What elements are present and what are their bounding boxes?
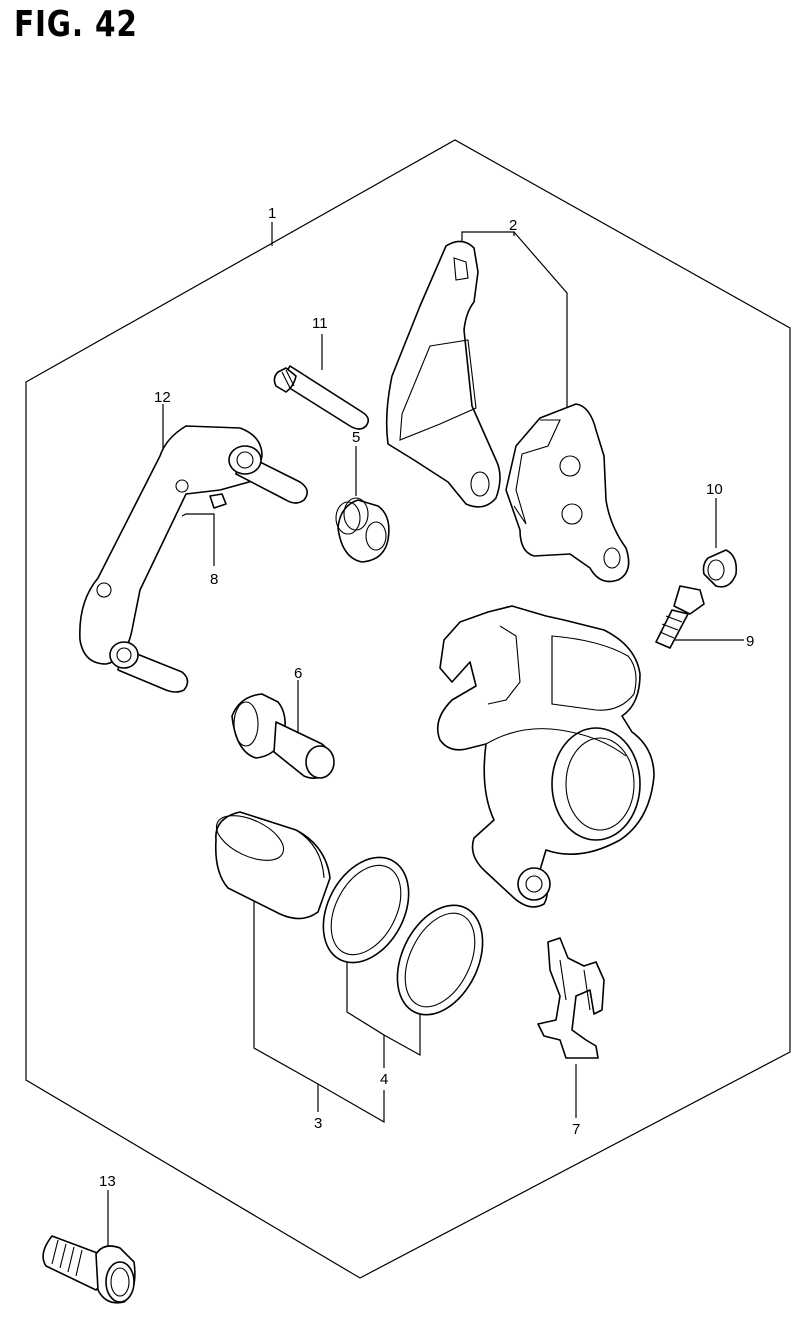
bleeder-cap-part [702, 549, 738, 588]
pin-bolt-part [273, 365, 370, 430]
callout-2: 2 [509, 217, 517, 234]
figure-title: FIG. 42 [14, 4, 138, 45]
piston-seal-part [322, 856, 410, 964]
brake-pad-set [385, 240, 630, 583]
callout-labels: 1 2 3 4 5 6 7 8 9 10 11 12 13 [99, 205, 754, 1190]
dust-seal-part [396, 904, 484, 1016]
callout-4: 4 [380, 1071, 388, 1088]
callout-6: 6 [294, 665, 302, 682]
caliper-holder-bracket [79, 425, 308, 693]
assembly-outline [25, 139, 791, 1279]
callout-7: 7 [572, 1121, 580, 1138]
bleeder-screw-part [655, 585, 705, 649]
piston-part [214, 811, 331, 920]
callout-10: 10 [706, 481, 723, 498]
callout-11: 11 [312, 315, 328, 332]
callout-9: 9 [746, 633, 754, 650]
callout-13: 13 [99, 1173, 116, 1190]
boot-part [335, 497, 390, 563]
mounting-bolt-part [42, 1235, 136, 1304]
leader-lines [107, 222, 744, 1250]
callout-3: 3 [314, 1115, 322, 1132]
callout-8: 8 [210, 571, 218, 588]
callout-1: 1 [268, 205, 276, 222]
pad-spring-part [537, 937, 605, 1059]
callout-5: 5 [352, 429, 360, 446]
caliper-body [436, 605, 655, 908]
sleeve-boot-part [231, 693, 335, 780]
callout-12: 12 [154, 389, 171, 406]
